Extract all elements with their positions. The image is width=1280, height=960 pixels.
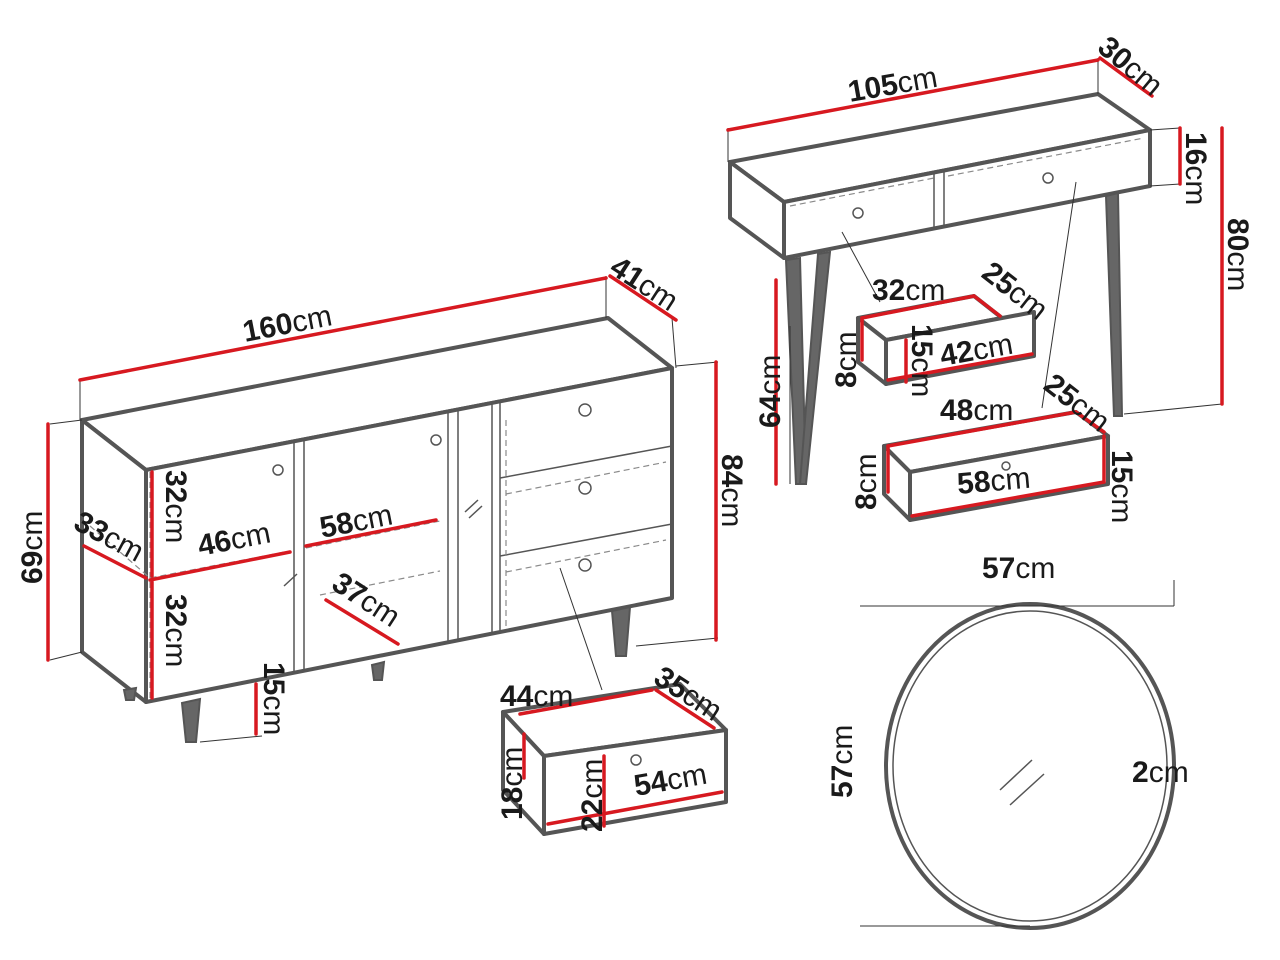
dimension-labels: 160cm 41cm 69cm 84cm 33cm 46cm 32cm 32cm… <box>16 30 1254 832</box>
label-large-drawer-inner-width: 48cm <box>940 394 1013 427</box>
small-drawer <box>856 294 1036 386</box>
label-large-drawer-height: 8cm <box>850 453 883 510</box>
console-left-side <box>728 160 786 260</box>
mirror <box>884 602 1176 930</box>
label-shelf-gap-lower: 32cm <box>159 594 192 667</box>
label-drawer-inner-width: 44cm <box>500 680 573 713</box>
console-table <box>728 92 1152 485</box>
label-drawer-front-height: 22cm <box>576 759 609 832</box>
label-shelf-width-left: 46cm <box>195 516 273 562</box>
dimension-lines <box>46 56 1224 828</box>
label-shelf-gap-upper: 32cm <box>159 470 192 543</box>
label-small-drawer-front-height: 15cm <box>905 324 938 397</box>
label-drawer-inner-height: 18cm <box>496 747 529 820</box>
label-mirror-width: 57cm <box>982 552 1055 585</box>
label-sideboard-height: 69cm <box>16 511 49 584</box>
extension-lines <box>49 58 1223 927</box>
label-console-height: 80cm <box>1221 218 1254 291</box>
sideboard <box>80 316 674 743</box>
label-sideboard-leg: 15cm <box>257 662 290 735</box>
sideboard-leg <box>122 686 138 701</box>
label-sideboard-depth: 41cm <box>604 250 684 318</box>
label-small-drawer-height: 8cm <box>830 331 863 388</box>
label-small-drawer-inner-width: 32cm <box>872 274 945 307</box>
label-sideboard-total-height: 84cm <box>715 454 748 527</box>
label-mirror-height: 57cm <box>826 725 859 798</box>
label-mirror-thickness: 2cm <box>1132 756 1189 789</box>
sideboard-leg <box>370 660 386 681</box>
label-console-leg: 64cm <box>754 355 787 428</box>
large-drawer <box>882 410 1110 522</box>
label-large-drawer-front-width: 58cm <box>956 462 1032 501</box>
console-leg <box>798 250 832 485</box>
label-console-depth: 30cm <box>1092 30 1169 102</box>
label-drawer-front-width: 54cm <box>631 758 709 803</box>
label-shelf-width-mid: 58cm <box>317 498 395 544</box>
label-small-drawer-front-width: 42cm <box>937 328 1015 373</box>
label-console-top-height: 16cm <box>1179 132 1212 205</box>
sideboard-leg <box>180 697 202 743</box>
label-console-width: 105cm <box>845 61 939 109</box>
label-large-drawer-front-height: 15cm <box>1105 450 1138 523</box>
console-leg <box>1104 191 1124 417</box>
sideboard-leg <box>610 605 632 657</box>
